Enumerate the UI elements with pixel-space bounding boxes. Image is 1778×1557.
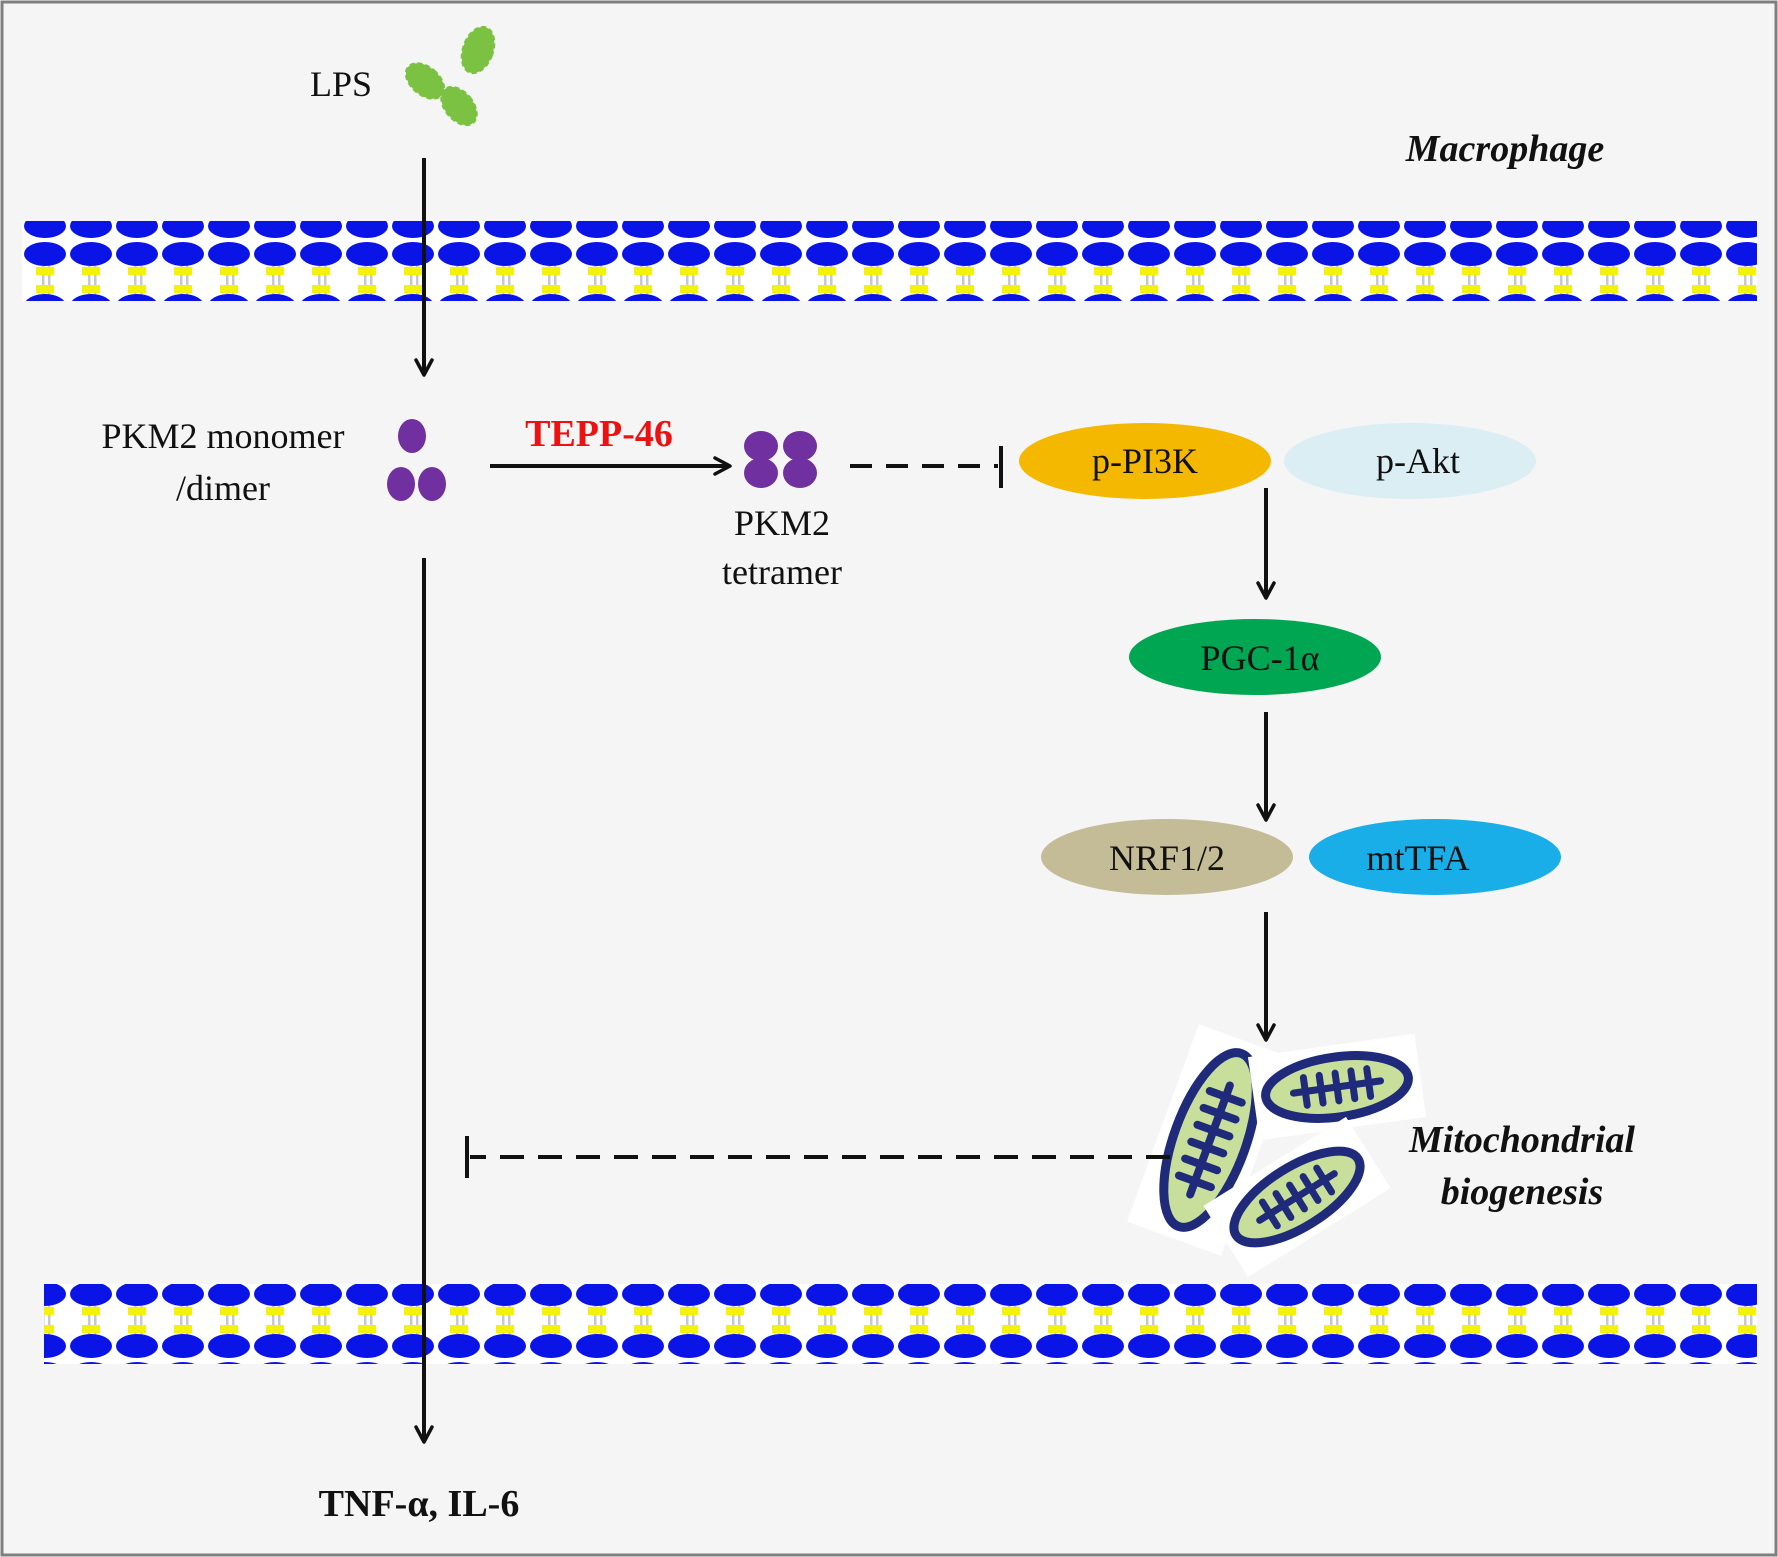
cell-membrane-bottom xyxy=(44,1284,1757,1364)
pkm2-tetramer-icon xyxy=(744,431,817,488)
mito-label-1: Mitochondrial xyxy=(1408,1119,1635,1161)
mttfa-node xyxy=(1309,819,1561,895)
tepp46-label: TEPP-46 xyxy=(525,413,673,455)
cytokines-output-label: TNF-α, IL-6 xyxy=(319,1483,520,1525)
mito-label-2: biogenesis xyxy=(1441,1171,1604,1213)
macrophage-label: Macrophage xyxy=(1405,128,1605,170)
lps-label: LPS xyxy=(310,64,372,104)
nrf12-node xyxy=(1041,819,1293,895)
pkm2-dimer-label: /dimer xyxy=(176,468,270,508)
pkm2-monomer-dimer-icon xyxy=(387,419,446,501)
pgc1a-label: PGC-1α xyxy=(1201,638,1320,678)
pgc1a-node xyxy=(1129,619,1381,695)
p-akt-label: p-Akt xyxy=(1376,441,1460,481)
p-pi3k-node xyxy=(1019,423,1271,499)
pkm2-tetramer-label-2: tetramer xyxy=(722,552,842,592)
p-pi3k-label: p-PI3K xyxy=(1092,441,1198,481)
cell-membrane-top xyxy=(22,221,1757,301)
lps-icon xyxy=(404,25,496,127)
mttfa-label: mtTFA xyxy=(1366,838,1469,878)
pkm2-monomer-label: PKM2 monomer xyxy=(102,416,345,456)
p-akt-node xyxy=(1284,423,1536,499)
mitochondria-icon xyxy=(1127,1024,1427,1278)
pkm2-tetramer-label-1: PKM2 xyxy=(734,503,830,543)
nrf12-label: NRF1/2 xyxy=(1109,838,1225,878)
